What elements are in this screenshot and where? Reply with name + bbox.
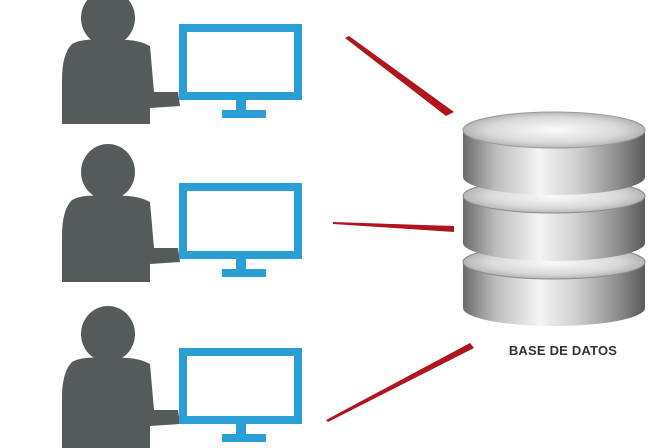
connector-3 xyxy=(326,343,474,422)
monitor-icon xyxy=(179,183,302,277)
database-disk-1 xyxy=(462,111,646,195)
person-silhouette-icon xyxy=(62,0,180,124)
person-silhouette-icon xyxy=(62,144,180,282)
database-label: BASE DE DATOS xyxy=(508,343,618,358)
client-1 xyxy=(62,0,302,124)
monitor-icon xyxy=(179,348,302,442)
connector-1 xyxy=(345,36,454,116)
connector-2 xyxy=(333,222,454,232)
monitor-icon xyxy=(179,24,302,118)
connectors xyxy=(326,36,474,422)
client-3 xyxy=(62,306,302,448)
client-2 xyxy=(62,144,302,282)
person-silhouette-icon xyxy=(62,306,180,448)
database-icon xyxy=(462,111,646,326)
